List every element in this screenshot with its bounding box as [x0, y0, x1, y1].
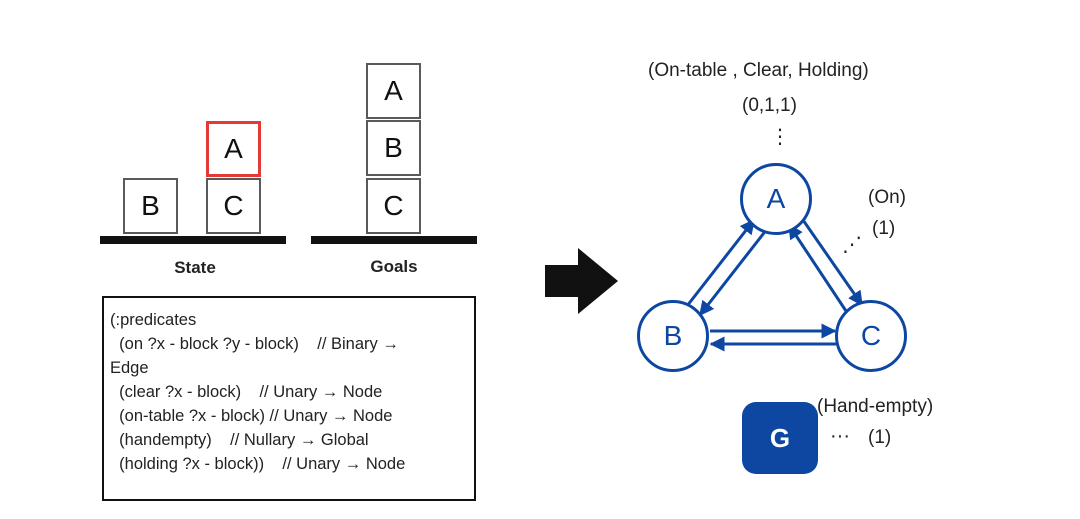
goals-table: [311, 236, 477, 244]
global-features-label: (Hand-empty): [817, 396, 934, 417]
goal-block-a: A: [366, 63, 421, 119]
code-line: (holding ?x - block)) // Unary → Node: [110, 455, 406, 473]
edge-c-to-a: [787, 223, 850, 315]
code-line: (on ?x - block ?y - block) // Binary →: [110, 335, 399, 353]
edge-a-to-c: [801, 219, 864, 307]
edge-features-ellipsis: ⋰: [842, 234, 862, 256]
goal-block-b: B: [366, 120, 421, 176]
state-block-b: B: [123, 178, 178, 234]
edge-a-to-b: [698, 228, 769, 317]
state-block-a: A: [206, 121, 261, 177]
edge-b-to-a: [685, 218, 756, 307]
state-table: [100, 236, 286, 244]
code-line: (handempty) // Nullary → Global: [110, 431, 369, 449]
goal-block-c: C: [366, 178, 421, 234]
code-line: Edge: [110, 359, 149, 377]
transform-arrow-icon: [545, 248, 618, 314]
graph-node-a: A: [740, 163, 812, 235]
state-block-c: C: [206, 178, 261, 234]
global-features-ellipsis: ···: [830, 425, 850, 447]
edge-features-label: (On): [868, 187, 906, 208]
graph-node-b: B: [637, 300, 709, 372]
code-line: (:predicates: [110, 311, 197, 329]
node-features-ellipsis: ⋮: [770, 126, 790, 148]
edge-features-value: (1): [872, 218, 896, 239]
code-line: (on-table ?x - block) // Unary → Node: [110, 407, 393, 425]
node-features-value: (0,1,1): [742, 95, 797, 116]
goals-caption: Goals: [370, 257, 418, 276]
predicates-code-box: (:predicates (on ?x - block ?y - block) …: [102, 296, 476, 501]
global-node: G: [742, 402, 818, 474]
state-caption: State: [174, 258, 216, 277]
node-features-label: (On-table , Clear, Holding): [648, 60, 869, 81]
global-features-value: (1): [868, 427, 892, 448]
code-line: (clear ?x - block) // Unary → Node: [110, 383, 383, 401]
graph-node-c: C: [835, 300, 907, 372]
